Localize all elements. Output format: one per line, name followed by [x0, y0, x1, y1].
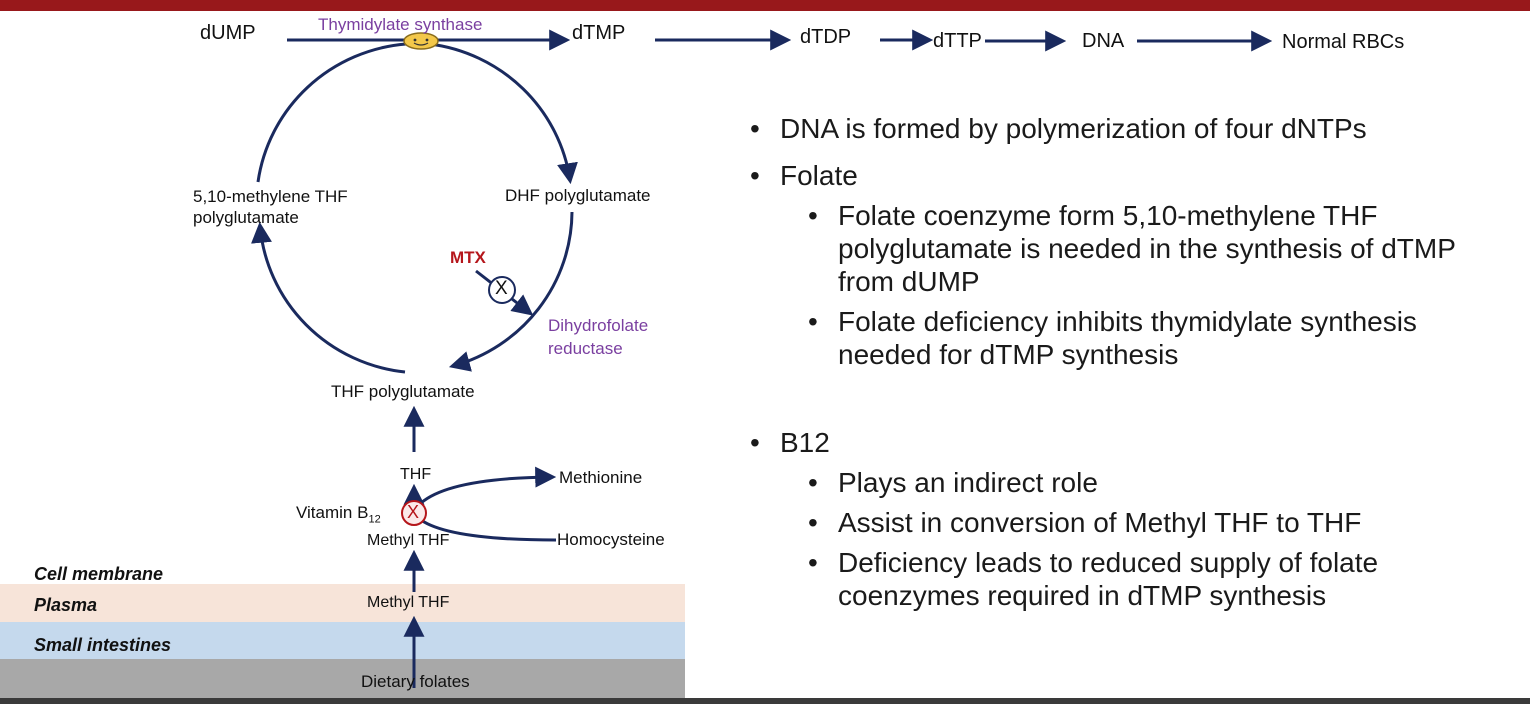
label-thf: THF — [400, 466, 432, 483]
small-intestine-band — [0, 622, 685, 659]
plasma-band — [0, 584, 685, 622]
label-plasma: Plasma — [34, 595, 98, 615]
b12-block-circle — [401, 500, 427, 526]
bullet-folate: Folate — [750, 159, 1510, 192]
bullet-b12: B12 — [750, 426, 1510, 459]
label-thymidylate-synthase: Thymidylate synthase — [318, 15, 483, 34]
label-dtdp: dTDP — [800, 26, 852, 48]
bullet-dna-formation: DNA is formed by polymerization of four … — [750, 112, 1510, 145]
label-vitamin-b: Vitamin B — [296, 503, 369, 522]
enzyme-smiley-icon — [403, 32, 439, 50]
bullet-folate-deficiency: Folate deficiency inhibits thymidylate s… — [808, 305, 1510, 371]
label-dna: DNA — [1082, 30, 1125, 52]
label-mtx: MTX — [450, 248, 486, 267]
label-small-intestines: Small intestines — [34, 635, 172, 655]
bullet-methyl-thf-conversion: Assist in conversion of Methyl THF to TH… — [808, 506, 1510, 539]
bullet-folate-coenzyme: Folate coenzyme form 5,10-methylene THF … — [808, 199, 1510, 298]
arrow-methionine — [420, 466, 557, 505]
label-thf-polyglutamate: THF polyglutamate — [331, 382, 475, 401]
dietary-band — [0, 659, 685, 698]
arc-top-left — [256, 42, 407, 183]
label-dttp: dTTP — [933, 30, 982, 52]
arc-left — [251, 221, 406, 374]
label-cell-membrane: Cell membrane — [34, 564, 164, 584]
label-dihydrofolate-reductase: Dihydrofolate reductase — [548, 314, 648, 360]
label-dietary-folates: Dietary folates — [361, 672, 470, 691]
label-normal-rbcs: Normal RBCs — [1282, 31, 1405, 53]
label-dhf-polyglutamate: DHF polyglutamate — [505, 186, 651, 205]
footer-bar — [0, 698, 1530, 704]
label-methionine: Methionine — [559, 468, 643, 487]
arc-top-right — [429, 42, 578, 185]
curve-homocysteine — [420, 518, 557, 542]
b12-x-mark: X — [407, 502, 420, 522]
arc-right — [448, 211, 574, 372]
bullet-b12-deficiency: Deficiency leads to reduced supply of fo… — [808, 546, 1510, 612]
label-methylene-thf-line1: 5,10-methylene THF — [193, 187, 348, 206]
label-dhfr-line2: reductase — [548, 339, 623, 358]
label-vitamin-b12-subscript: 12 — [368, 513, 381, 526]
label-methylene-thf: 5,10-methylene THF polyglutamate — [193, 186, 348, 228]
header-bar — [0, 0, 1530, 11]
label-methylene-thf-line2: polyglutamate — [193, 208, 299, 227]
mtx-x-mark: X — [495, 278, 508, 299]
label-dump: dUMP — [200, 22, 256, 44]
bullet-list: DNA is formed by polymerization of four … — [750, 112, 1510, 612]
label-methyl-thf-plasma: Methyl THF — [367, 594, 450, 611]
label-dhfr-line1: Dihydrofolate — [548, 316, 649, 335]
bullet-indirect-role: Plays an indirect role — [808, 466, 1510, 499]
label-methyl-thf-cell: Methyl THF — [367, 532, 450, 549]
mtx-block-circle — [488, 276, 516, 304]
label-vitamin-b12: Vitamin B12 — [296, 503, 381, 525]
label-homocysteine: Homocysteine — [557, 530, 665, 549]
label-dtmp: dTMP — [572, 22, 626, 44]
